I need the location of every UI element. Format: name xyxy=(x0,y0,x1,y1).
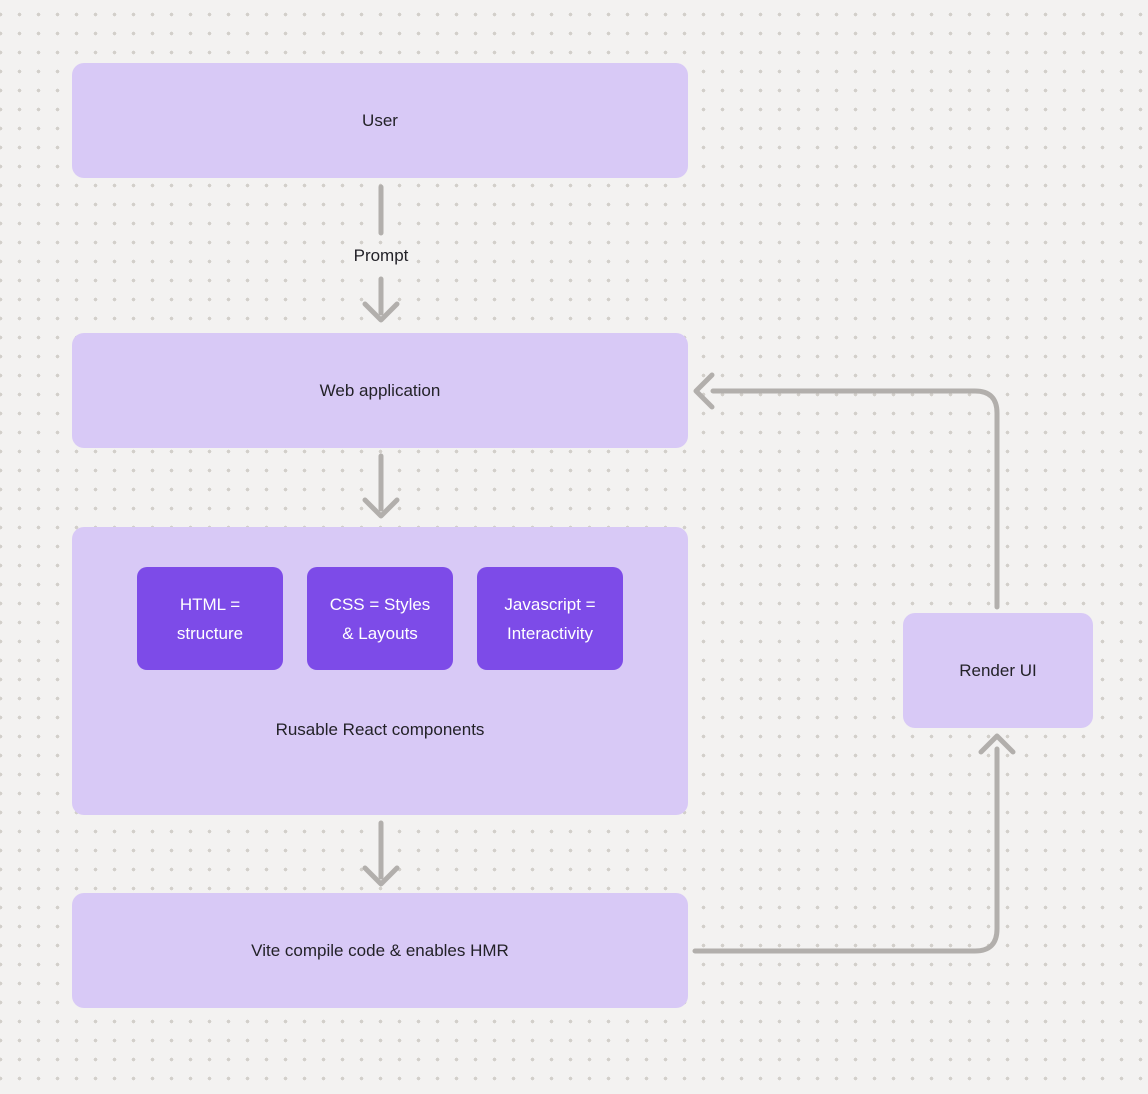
node-user-label: User xyxy=(362,110,398,130)
node-vite[interactable]: Vite compile code & enables HMR xyxy=(72,893,688,1008)
components-chip-row: HTML = structure CSS = Styles & Layouts … xyxy=(72,567,688,670)
connector-components-to-vite-arrow xyxy=(362,820,400,887)
chip-javascript-label: Javascript = Interactivity xyxy=(504,594,596,643)
node-render-ui[interactable]: Render UI xyxy=(903,613,1093,728)
connector-renderui-to-webapp-arrow xyxy=(693,372,1000,610)
chip-css-label: CSS = Styles & Layouts xyxy=(329,594,431,643)
chip-html-label: HTML = structure xyxy=(176,594,244,643)
node-web-application-label: Web application xyxy=(319,380,441,400)
chip-css[interactable]: CSS = Styles & Layouts xyxy=(307,567,453,670)
edge-label-prompt: Prompt xyxy=(348,246,414,266)
node-web-application[interactable]: Web application xyxy=(72,333,688,448)
node-render-ui-label: Render UI xyxy=(959,660,1037,680)
chip-javascript[interactable]: Javascript = Interactivity xyxy=(477,567,623,670)
node-user[interactable]: User xyxy=(72,63,688,178)
node-components-group[interactable]: HTML = structure CSS = Styles & Layouts … xyxy=(72,527,688,815)
connector-vite-to-renderui-arrow xyxy=(692,733,1016,954)
connector-webapp-to-components-arrow xyxy=(362,453,400,519)
chip-html[interactable]: HTML = structure xyxy=(137,567,283,670)
components-group-caption: Rusable React components xyxy=(275,720,485,739)
node-vite-label: Vite compile code & enables HMR xyxy=(251,940,509,960)
